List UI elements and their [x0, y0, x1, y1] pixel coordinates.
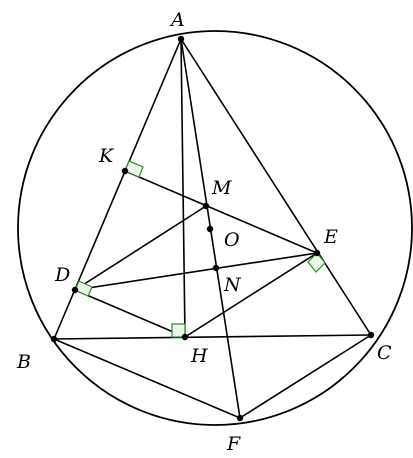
segment-KE: [124, 170, 318, 254]
label-D: D: [54, 264, 70, 286]
right-angle-marker-H: [171, 323, 186, 338]
segment-DM: [74, 205, 207, 291]
segment-AH: [180, 38, 186, 338]
label-E: E: [323, 226, 338, 248]
point-N: [212, 264, 220, 272]
label-A: A: [169, 9, 185, 31]
point-H: [181, 333, 189, 341]
point-O: [206, 225, 214, 233]
segment-DH: [74, 289, 186, 338]
label-K: K: [98, 145, 115, 167]
segment-FC: [239, 334, 372, 419]
point-M: [202, 202, 210, 210]
label-O: O: [224, 229, 240, 251]
segment-HE: [184, 252, 318, 338]
label-B: B: [16, 351, 31, 373]
segment-AB: [53, 38, 182, 340]
point-F: [236, 414, 244, 422]
point-A: [177, 35, 185, 43]
point-C: [367, 331, 375, 339]
label-M: M: [211, 177, 232, 199]
point-E: [313, 249, 321, 257]
segment-DE: [74, 252, 318, 291]
label-H: H: [190, 345, 208, 367]
segment-BC: [53, 334, 372, 340]
segment-BF: [53, 338, 241, 419]
label-C: C: [377, 342, 392, 364]
circumcircle: [17, 30, 413, 426]
point-D: [71, 286, 79, 294]
right-angle-marker-E: [307, 252, 326, 273]
point-B: [50, 335, 58, 343]
label-N: N: [223, 274, 242, 296]
label-F: F: [226, 433, 241, 455]
segment-AC: [180, 38, 372, 336]
point-K: [121, 167, 129, 175]
right-angle-marker-K: [124, 160, 144, 178]
right-angle-marker-D: [74, 280, 93, 297]
